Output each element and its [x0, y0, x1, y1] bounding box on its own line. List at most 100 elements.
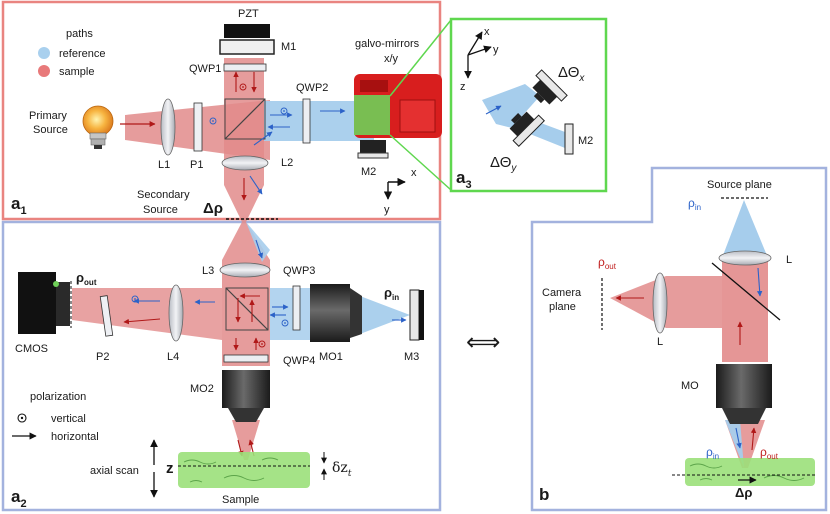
l3-lens — [219, 262, 271, 278]
mo2-label: MO2 — [190, 383, 214, 395]
zoom-line-bottom — [389, 134, 452, 191]
pol-dot-a2-3 — [258, 340, 266, 348]
beam-splitter-cube-2 — [225, 287, 269, 331]
panel-a1-tag: a1 — [11, 194, 27, 217]
primary-source-label-1: Primary — [29, 110, 67, 122]
arrow-a1-5 — [253, 131, 273, 146]
a2-beam-ref-mo1 — [270, 288, 310, 340]
b-mo-objective — [716, 364, 772, 424]
polarization-title: polarization — [30, 391, 86, 403]
arrow-a2-2 — [123, 318, 161, 325]
theta-x-label: ΔΘx — [558, 64, 585, 84]
a2-beam-to-cmos — [72, 288, 222, 340]
b-mo-label: MO — [681, 380, 699, 392]
b-sample-beam-vertical — [722, 258, 768, 362]
b-ref-to-sample — [725, 420, 744, 468]
pzt-label: PZT — [238, 8, 259, 20]
sample-label: Sample — [222, 494, 259, 506]
z-label: z — [166, 460, 174, 477]
legend-title: paths — [66, 28, 93, 40]
a2-beam-ref-m3 — [360, 296, 410, 334]
mo1-label: MO1 — [319, 351, 343, 363]
galvo-label: galvo-mirrors — [355, 38, 420, 50]
legend-reference-swatch — [38, 47, 50, 59]
delta-rho-a1: Δρ — [203, 200, 223, 217]
b-sample-tissue — [685, 458, 815, 486]
qwp3-label: QWP3 — [283, 265, 315, 277]
m2-label-a3: M2 — [578, 135, 593, 147]
primary-source-label-2: Source — [33, 124, 68, 136]
polarization-horizontal-label: horizontal — [51, 431, 99, 443]
b-arrow-5 — [750, 427, 757, 451]
mo1-objective — [310, 284, 362, 342]
m1-mirror — [219, 39, 275, 55]
l1-lens — [160, 98, 176, 156]
b-l-top-label: L — [786, 254, 792, 266]
rho-in-label-b: ρin — [688, 196, 701, 212]
a1-axis-x-label: x — [411, 167, 417, 179]
pol-dot-a1-1 — [239, 83, 247, 91]
qwp4-label: QWP4 — [283, 355, 315, 367]
l2-label: L2 — [281, 157, 293, 169]
a3-axis-x — [467, 31, 483, 56]
secondary-source-label-2: Source — [143, 204, 178, 216]
a2-beam-to-sample — [232, 420, 260, 460]
qwp2-label: QWP2 — [296, 82, 328, 94]
panel-a3-tag: a3 — [456, 168, 472, 191]
m2-mirror-a3 — [564, 123, 574, 155]
arrow-a1-6 — [249, 175, 263, 195]
panel-b-tag: b — [539, 485, 549, 504]
a2-beam-ref-top — [246, 222, 270, 262]
b-arrow-1 — [756, 267, 763, 297]
theta-y-label: ΔΘy — [490, 154, 517, 174]
cmos-label: CMOS — [15, 343, 48, 355]
b-reference-beam-top — [722, 200, 768, 258]
qwp1-label: QWP1 — [189, 63, 221, 75]
p1-label: P1 — [190, 159, 203, 171]
l1-label: L1 — [158, 159, 170, 171]
legend-sample-swatch — [38, 65, 50, 77]
axial-scan-label: axial scan — [90, 465, 139, 477]
cmos-camera — [18, 272, 70, 334]
camera-plane-label-2: plane — [549, 301, 576, 313]
b-sample-texture — [689, 463, 805, 481]
equivalence-symbol: ⟺ — [466, 329, 500, 356]
qwp1-plate — [223, 63, 267, 72]
rho-in-label-a2: ρin — [384, 285, 399, 302]
b-beam-splitter — [711, 262, 781, 321]
pol-dot-a2-2 — [281, 319, 289, 327]
m3-mirror — [409, 289, 420, 341]
zoom-line-top — [389, 19, 452, 97]
panel-a2-tag: a2 — [11, 487, 27, 510]
a3-reference-beam — [482, 84, 565, 148]
qwp4-plate — [223, 354, 269, 363]
b-delta-rho-label: Δρ — [735, 485, 752, 500]
l3-label: L3 — [202, 265, 214, 277]
camera-plane-label-1: Camera — [542, 287, 582, 299]
m1-label: M1 — [281, 41, 296, 53]
p2-label: P2 — [96, 351, 109, 363]
a3-axis-y — [467, 45, 492, 56]
b-l-top-lens — [718, 250, 772, 266]
qwp3-plate — [292, 285, 301, 331]
mo2-objective — [222, 370, 270, 422]
frame-b — [530, 166, 828, 512]
primary-source-bulb — [82, 105, 114, 149]
source-plane-label: Source plane — [707, 179, 772, 191]
b-arrow-4 — [735, 427, 742, 449]
galvo-mirror-y — [509, 111, 545, 147]
frame-a2 — [1, 220, 442, 512]
sample-tissue — [178, 452, 310, 488]
a3-axis-x-label: x — [484, 26, 490, 38]
polarization-vertical-label: vertical — [51, 413, 86, 425]
p2-polarizer — [99, 295, 114, 337]
rho-out-label-a2: ρout — [76, 270, 97, 287]
a3-arrow — [485, 105, 502, 115]
pol-dot-a2-1 — [131, 295, 139, 303]
beam-splitter-diagonal-2 — [225, 287, 269, 331]
a1-axis-y-label: y — [384, 204, 390, 216]
rho-in-bottom-label: ρin — [706, 445, 719, 461]
a2-beam-cross — [222, 288, 270, 366]
b-l-left-lens — [652, 272, 668, 334]
